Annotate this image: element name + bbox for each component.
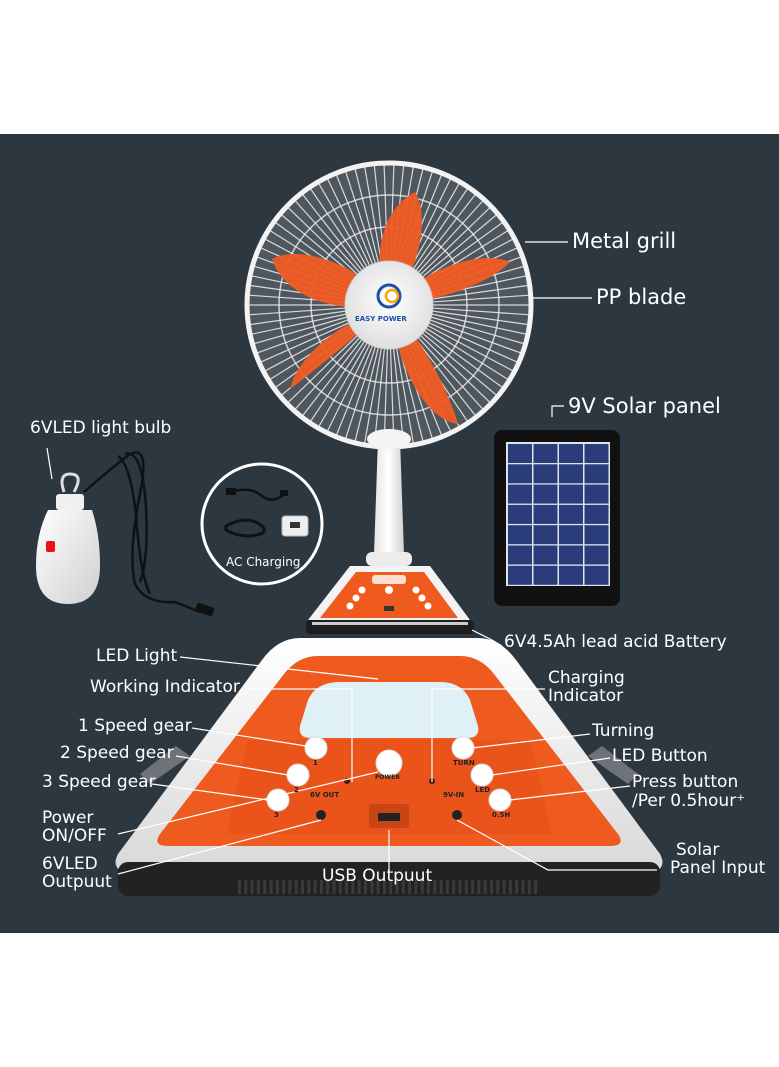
- label-charging-indicator-2: Indicator: [548, 686, 624, 706]
- label-led-output-2: Outpuut: [42, 872, 112, 892]
- label-light-bulb: 6VLED light bulb: [30, 418, 172, 438]
- solar-panel: [494, 430, 620, 606]
- tag-power: POWER: [375, 774, 400, 781]
- bulb-switch-icon: [46, 541, 55, 552]
- label-charging-indicator-1: Charging: [548, 668, 625, 688]
- tag-3: 3: [274, 811, 279, 819]
- label-speed1: 1 Speed gear: [78, 716, 192, 736]
- brand-logo-icon: [376, 283, 402, 309]
- leader-lines: [46, 241, 657, 875]
- label-solar-panel: 9V Solar panel: [568, 394, 721, 418]
- power-button: [375, 749, 403, 777]
- tag-1: 1: [313, 759, 318, 767]
- brand-label: EASY POWER: [355, 315, 407, 323]
- label-battery: 6V4.5Ah lead acid Battery: [504, 632, 727, 652]
- fan-base: [115, 638, 663, 896]
- turn-button: [451, 736, 475, 760]
- label-working-indicator: Working Indicator: [90, 677, 240, 697]
- led-light-bulb: [36, 451, 215, 617]
- label-press-button-1: Press button: [632, 772, 739, 792]
- label-turning: Turning: [592, 721, 655, 741]
- label-power-1: Power: [42, 808, 94, 828]
- led-output-port: [316, 810, 326, 820]
- product-illustration: [36, 160, 663, 896]
- tag-9v-in: 9V-IN: [443, 791, 465, 799]
- speed1-button: [304, 736, 328, 760]
- tag-turn: TURN: [453, 759, 475, 767]
- small-control-box: [306, 566, 474, 634]
- label-power-2: ON/OFF: [42, 826, 107, 846]
- speed2-button: [286, 763, 310, 787]
- fan-hub: [344, 260, 434, 350]
- label-metal-grill: Metal grill: [572, 229, 677, 253]
- tag-6v-out: 6V OUT: [310, 791, 340, 799]
- label-usb-output: USB Outpuut: [322, 866, 433, 886]
- timer-button: [488, 788, 512, 812]
- fan: [244, 160, 534, 566]
- label-pp-blade: PP blade: [596, 285, 687, 309]
- cable-icon: [231, 488, 286, 501]
- label-speed3: 3 Speed gear: [42, 772, 156, 792]
- label-led-light: LED Light: [96, 646, 178, 666]
- label-led-output-1: 6VLED: [42, 854, 98, 874]
- usb-port: [378, 813, 400, 821]
- label-press-button-2: /Per 0.5hour⁺: [632, 791, 746, 811]
- solar-input-port: [452, 810, 462, 820]
- tag-half: 0.5H: [492, 811, 511, 819]
- label-solar-input-2: Panel Input: [670, 858, 766, 878]
- tag-led: LED: [475, 786, 491, 794]
- tag-2: 2: [294, 786, 299, 794]
- label-speed2: 2 Speed gear: [60, 743, 174, 763]
- label-ac-charging: AC Charging: [226, 555, 301, 569]
- fan-neck: [374, 439, 404, 554]
- product-diagram-panel: EASY POWER 1 2 3 POWER TURN LED 0.5H 6V …: [0, 134, 779, 933]
- label-solar-input-1: Solar: [676, 840, 720, 860]
- speed3-button: [266, 788, 290, 812]
- label-led-button: LED Button: [612, 746, 708, 766]
- ac-charging-inset: [200, 462, 324, 586]
